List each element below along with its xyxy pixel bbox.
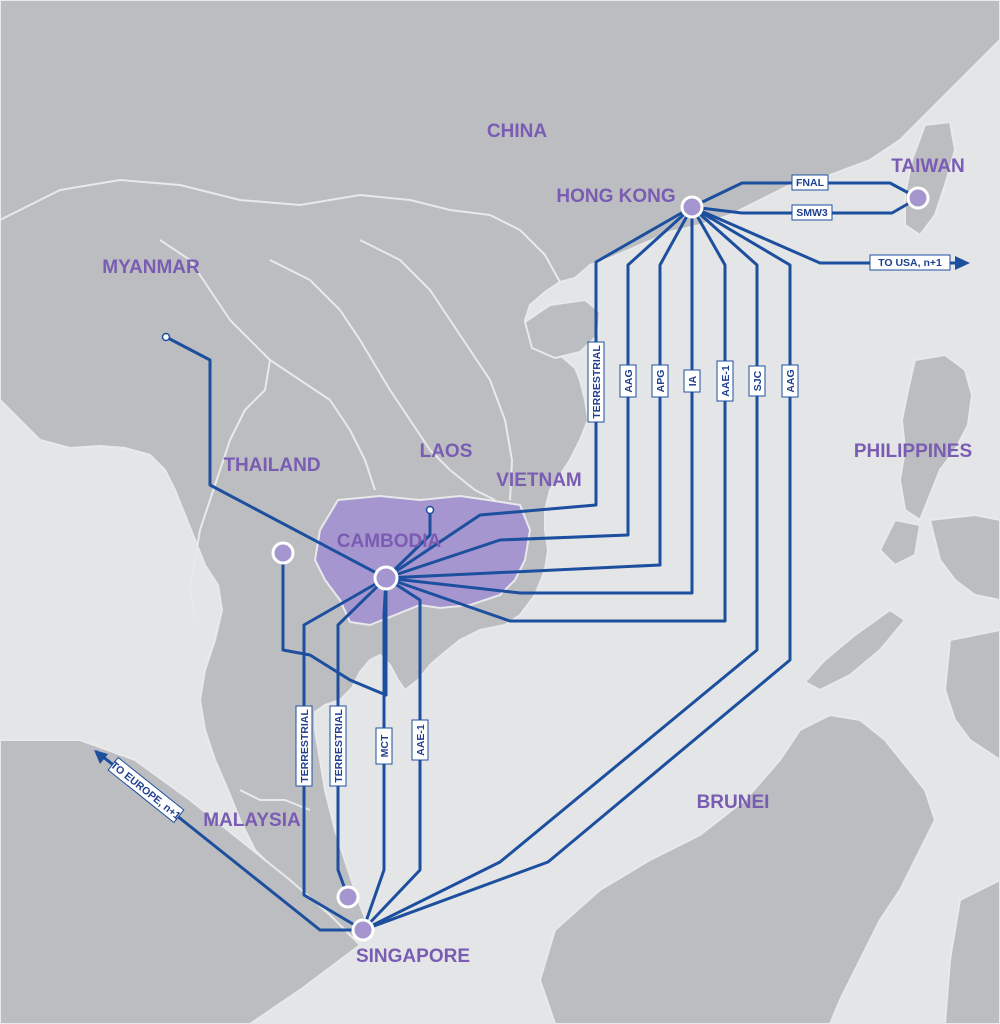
country-borders (0, 179, 561, 811)
tag-fnal: FNAL (791, 174, 829, 191)
tag-to-usa: TO USA, n+1 (869, 254, 951, 271)
tag-aae1-sg: AAE-1 (411, 719, 429, 761)
label-philippines: PHILIPPINES (854, 441, 972, 462)
label-hong-kong: HONG KONG (556, 186, 675, 207)
tag-terrestrial-sg-2-label: TERRESTRIAL (333, 709, 345, 783)
cable-aag-2 (361, 205, 792, 932)
node-cambodia (373, 565, 399, 591)
label-myanmar: MYANMAR (102, 257, 200, 278)
hainan-island (524, 299, 601, 359)
node-laos-end (425, 505, 435, 515)
sulawesi (944, 879, 1000, 1024)
tag-terrestrial-hk-label: TERRESTRIAL (591, 345, 603, 419)
node-myanmar-end (161, 332, 171, 342)
cable-apg (384, 205, 694, 580)
tag-smw3: SMW3 (791, 204, 833, 221)
country-labels: CHINA TAIWAN MYANMAR LAOS THAILAND VIETN… (102, 121, 972, 831)
city-labels: HONG KONG SINGAPORE (356, 186, 676, 967)
cable-sjc (361, 205, 759, 932)
border-thailand-laos (269, 359, 376, 491)
cable-routes (95, 181, 962, 932)
tag-apg-label: APG (655, 370, 667, 393)
tag-to-usa-label: TO USA, n+1 (878, 257, 942, 269)
cambodia-region (313, 494, 532, 627)
node-thailand (271, 541, 295, 565)
label-malaysia: MALAYSIA (203, 810, 301, 831)
label-brunei: BRUNEI (697, 792, 770, 813)
philippines-visayas (929, 514, 1000, 601)
label-singapore: SINGAPORE (356, 946, 470, 967)
node-hong-kong (680, 195, 704, 219)
tag-aae1-sg-label: AAE-1 (415, 724, 427, 756)
philippines-mindanao (944, 629, 1000, 761)
node-malaysia (336, 885, 360, 909)
tag-mct: MCT (375, 727, 393, 765)
tag-terrestrial-sg-2: TERRESTRIAL (329, 705, 347, 787)
philippines-palawan (804, 609, 906, 691)
tag-terrestrial-sg-1: TERRESTRIAL (295, 705, 313, 787)
node-singapore (351, 918, 375, 942)
small-nodes (161, 332, 435, 515)
tag-ia-label: IA (687, 375, 699, 386)
border-myanmar-thailand (159, 239, 271, 621)
tag-aae1-hk: AAE-1 (716, 360, 734, 402)
tag-aae1-hk-label: AAE-1 (720, 365, 732, 397)
tag-sjc: SJC (748, 365, 766, 397)
tag-terrestrial-hk: TERRESTRIAL (587, 341, 605, 423)
label-cambodia: CAMBODIA (337, 531, 442, 552)
border-malaysia-thailand (239, 789, 311, 811)
cable-myanmar (164, 335, 388, 580)
philippines-luzon (899, 354, 973, 521)
border-vietnam-laos (359, 239, 513, 501)
tag-aag-2-label: AAG (785, 369, 797, 392)
label-laos: LAOS (420, 441, 473, 462)
cable-laos-spur (384, 508, 432, 580)
tag-terrestrial-sg-1-label: TERRESTRIAL (299, 709, 311, 783)
philippines-mindoro (879, 519, 921, 566)
cable-ia (384, 205, 694, 595)
label-china: CHINA (487, 121, 547, 142)
tag-ia: IA (683, 369, 701, 393)
tag-sjc-label: SJC (752, 370, 764, 391)
border-laos (269, 259, 496, 501)
tag-fnal-label: FNAL (796, 177, 825, 189)
nodes (271, 186, 930, 942)
arrowhead-icon (955, 256, 970, 270)
tag-mct-label: MCT (379, 734, 391, 757)
cable-aae1-hk (384, 205, 727, 623)
tag-smw3-label: SMW3 (796, 207, 828, 219)
cable-terrestrial-hk (384, 205, 694, 580)
arrowheads (94, 256, 970, 764)
cable-aag-1 (384, 205, 694, 580)
tag-aag-1: AAG (619, 364, 637, 398)
borneo (539, 714, 936, 1024)
tag-aag-1-label: AAG (623, 369, 635, 392)
border-china-south (0, 179, 561, 283)
label-taiwan: TAIWAN (891, 156, 965, 177)
node-taiwan (906, 186, 930, 210)
tag-apg: APG (651, 364, 669, 398)
tag-aag-2: AAG (781, 364, 799, 398)
sumatra (0, 739, 361, 1024)
cable-thailand (281, 551, 388, 697)
arrowhead-icon (94, 750, 108, 764)
label-thailand: THAILAND (223, 455, 320, 476)
label-vietnam: VIETNAM (496, 470, 582, 491)
